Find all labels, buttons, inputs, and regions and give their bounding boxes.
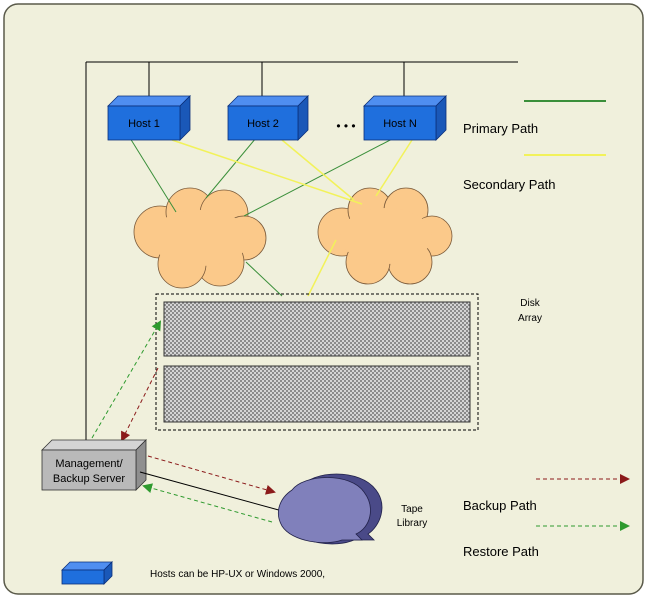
disk-array-label-1: Disk (520, 298, 540, 309)
disk-array-border (155, 293, 479, 431)
tape-library[interactable] (278, 473, 383, 545)
host-2-label: Host 2 (247, 118, 279, 130)
disk-array-shelf-2[interactable] (163, 365, 471, 423)
management-backup-server[interactable]: Management/ Backup Server (41, 439, 147, 491)
restore-arrow-to-disk (91, 320, 162, 439)
disk-array-label-2: Array (518, 313, 542, 324)
hosts-note: Hosts can be HP-UX or Windows 2000, (150, 569, 325, 580)
host-legend-icon (61, 561, 113, 585)
disk-array-shelf-1[interactable] (163, 301, 471, 357)
tape-library-label-1: Tape (401, 504, 423, 515)
hosts-ellipsis: • • • (336, 119, 355, 133)
backup-arrow-to-tape (147, 455, 276, 495)
host-n-label: Host N (383, 118, 417, 130)
legend-secondary-label: Secondary Path (463, 177, 556, 192)
server-label-1: Management/ (55, 458, 123, 470)
legend-primary-label: Primary Path (463, 121, 538, 136)
primary-path-links (129, 137, 395, 297)
host-n[interactable]: Host N (363, 95, 447, 141)
server-label-2: Backup Server (53, 473, 125, 485)
legend-backup-label: Backup Path (463, 498, 537, 513)
lan-bus (85, 61, 518, 448)
san-cloud-right (317, 187, 453, 285)
restore-arrow-from-tape (142, 483, 273, 523)
host-1-label: Host 1 (128, 118, 160, 130)
diagram-background (3, 3, 644, 595)
host-1[interactable]: Host 1 (107, 95, 191, 141)
tape-library-label-2: Library (397, 518, 428, 529)
server-tape-link (139, 471, 287, 513)
legend-restore-label: Restore Path (463, 544, 539, 559)
host-2[interactable]: Host 2 (227, 95, 309, 141)
san-cloud-left (133, 187, 267, 289)
secondary-path-links (171, 139, 413, 297)
